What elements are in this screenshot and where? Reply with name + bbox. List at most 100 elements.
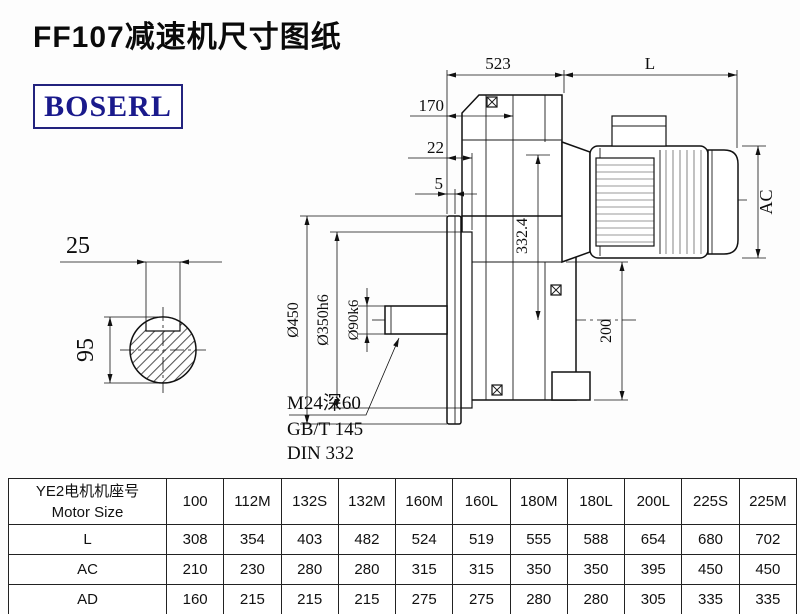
table-cell: 524 [395,524,454,555]
dimension-332: 332.4 [514,155,541,320]
dimension-450: Ø450 [285,216,310,424]
table-cell: 308 [165,524,225,555]
flange-spigot [460,231,473,409]
dim-label-5: 5 [435,174,444,193]
table-cell: 450 [681,554,740,585]
column-header: 160L [452,478,511,525]
table-cell: 275 [452,584,511,614]
row-label: AC [8,554,167,585]
dimension-drawing: 25 95 [60,54,776,464]
column-header: 160M [395,478,454,525]
shaft-section-view: 25 95 [60,233,222,393]
dimension-523: 523 [447,54,564,78]
dimension-22: 22 [408,138,472,161]
table-cell: 230 [223,554,282,585]
table-cell: 350 [566,554,626,585]
dim-label-AC: AC [756,189,776,214]
dim-label-350: Ø350h6 [315,294,332,346]
dimension-AC: AC [755,146,776,258]
dimension-5: 5 [415,174,477,197]
brand-logo-text: BOSERL [44,89,172,123]
bolt-symbol [550,284,562,296]
table-cell: 555 [509,524,568,555]
bolt-symbol [486,96,498,108]
table-cell: 680 [681,524,740,555]
dimension-95: 95 [73,316,160,384]
dim-label-22: 22 [427,138,444,157]
dimension-90: Ø90k6 [346,288,370,352]
dim-label-95: 95 [73,338,99,362]
column-header: 200L [624,478,683,525]
table-cell: 275 [395,584,454,614]
dim-label-332: 332.4 [514,218,531,254]
dim-label-450: Ø450 [285,302,302,338]
table-cell: 403 [280,524,339,555]
din-standard: DIN 332 [287,443,354,464]
housing-foot [551,371,591,401]
motor-size-header-en: Motor Size [51,503,124,521]
housing-lower [461,215,577,401]
motor-size-header: YE2电机机座号 Motor Size [8,478,167,525]
dim-label-L: L [645,54,655,73]
table-cell: 702 [738,524,798,555]
table-cell: 280 [509,584,568,614]
row-label: L [8,524,167,555]
table-cell: 450 [738,554,798,585]
gb-standard: GB/T 145 [287,419,363,440]
table-cell: 215 [223,584,282,614]
table-cell: 215 [337,584,397,614]
bolt-symbol [491,384,503,396]
table-cell: 350 [509,554,568,585]
table-cell: 354 [223,524,282,555]
thread-note: M24深60 GB/T 145 DIN 332 [287,337,400,464]
table-cell: 335 [738,584,798,614]
column-header: 225M [738,478,798,525]
column-header: 180M [509,478,568,525]
dimension-200: 200 [598,262,625,400]
dimension-L: L [564,54,737,78]
column-header: 112M [223,478,282,525]
table-cell: 280 [566,584,626,614]
table-cell: 588 [566,524,626,555]
column-header: 225S [681,478,740,525]
terminal-box [611,115,667,147]
motor-size-header-cn: YE2电机机座号 [35,482,140,500]
extension-lines [300,70,766,425]
table-cell: 210 [165,554,225,585]
column-header: 132S [280,478,339,525]
dim-label-200: 200 [598,319,615,343]
table-cell: 305 [624,584,683,614]
dim-label-170: 170 [419,96,445,115]
dim-label-90: Ø90k6 [346,299,362,340]
output-shaft [384,305,448,335]
table-cell: 280 [337,554,397,585]
dimension-25: 25 [60,233,222,328]
brand-logo-box: BOSERL [33,84,183,129]
table-cell: 335 [681,584,740,614]
output-flange [446,215,462,425]
column-header: 132M [337,478,397,525]
row-label: AD [8,584,167,614]
column-header: 100 [165,478,225,525]
table-cell: 482 [337,524,397,555]
table-cell: 519 [452,524,511,555]
thread-spec: M24深60 [287,392,361,414]
keyway [145,316,181,332]
table-cell: 654 [624,524,683,555]
column-header: 180L [566,478,626,525]
table-cell: 280 [280,554,339,585]
dim-label-25: 25 [66,233,90,259]
dimension-170: 170 [410,96,513,119]
dim-label-523: 523 [485,54,511,73]
motor-core [595,157,655,247]
table-cell: 160 [165,584,225,614]
motor-adapter [561,140,591,264]
table-cell: 395 [624,554,683,585]
fan-cover [707,149,739,255]
